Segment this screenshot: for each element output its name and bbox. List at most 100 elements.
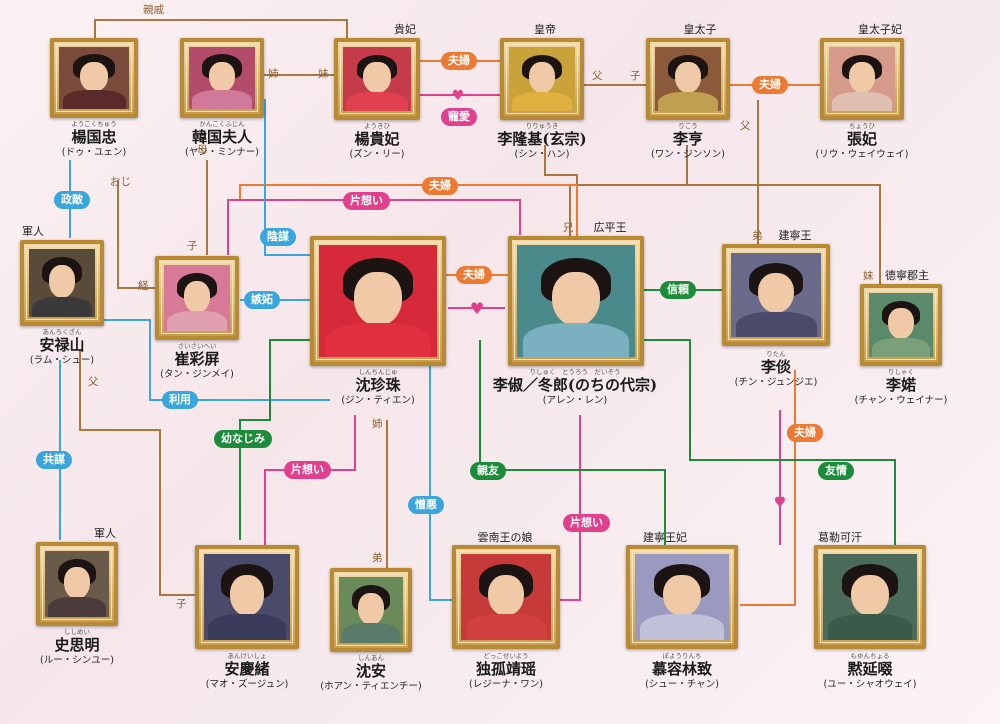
badge-fufu: 夫婦 (422, 177, 458, 195)
badge-fufu: 夫婦 (752, 76, 788, 94)
actor-name: (ホアン・ティエンチー) (320, 681, 422, 692)
portrait-photo (204, 554, 290, 640)
relation-label: 姉 (268, 68, 279, 80)
actor-name: (シュー・チャン) (645, 679, 719, 690)
relation-label: 姉 (372, 418, 383, 430)
ruby-text: ようきひ (364, 122, 390, 130)
badge-yujo: 友情 (818, 462, 854, 480)
relation-label: 子 (187, 240, 198, 252)
character-title: 建寧王 (778, 229, 812, 242)
badge-shinyu: 親友 (470, 462, 506, 480)
ruby-text: しんちんじゅ (358, 368, 398, 376)
character-name: 崔彩屏 (174, 350, 220, 368)
ruby-text: ぼようりんち (662, 652, 702, 660)
actor-name: (ヤン・ミンナー) (185, 147, 259, 158)
ruby-text: ようこくちゅう (71, 120, 117, 128)
relation-label: 父 (592, 70, 603, 82)
portrait-photo (59, 47, 129, 109)
relation-label: 兄 (563, 222, 574, 234)
character-title: 皇太子妃 (858, 23, 902, 36)
badge-shinrai: 信頼 (660, 281, 696, 299)
actor-name: (ワン・ジンソン) (651, 149, 725, 160)
actor-name: (ドゥ・ユェン) (61, 147, 127, 158)
character-title: 皇帝 (534, 23, 556, 36)
badge-kataomoi: 片想い (343, 192, 390, 210)
ruby-text: かんこくふじん (199, 120, 245, 128)
character-name: 黙延啜 (847, 660, 893, 678)
relation-label: 弟 (372, 552, 383, 564)
line-shinseki (94, 19, 348, 38)
character-name: 安慶緒 (224, 660, 270, 678)
relation-label: 妹 (318, 68, 329, 80)
character-name: 慕容林致 (651, 660, 712, 678)
character-name: 沈安 (355, 662, 386, 680)
badge-shitto: 嫉妬 (244, 291, 280, 309)
character-name: 李俶／冬郎(のちの代宗) (492, 376, 658, 394)
ruby-text: りりゅうき (525, 122, 559, 130)
portrait-frame (452, 545, 560, 649)
actor-name: (ルー・シンユー) (40, 655, 114, 666)
portrait-photo (731, 253, 821, 337)
portrait-photo (517, 245, 635, 357)
ruby-text: りしゅく とうろう だいそう (529, 368, 621, 376)
line-zouo (429, 365, 455, 601)
portrait-photo (829, 47, 895, 111)
relation-label: 妹 (863, 270, 874, 282)
character-name: 李倓 (760, 358, 791, 376)
portrait-photo (509, 47, 575, 111)
portrait-frame (814, 545, 926, 649)
line-fufu-top (239, 184, 578, 238)
badge-choai: 寵愛 (441, 108, 477, 126)
badge-osananajimi: 幼なじみ (214, 430, 272, 448)
actor-name: (ラム・シュー) (29, 355, 95, 366)
ruby-text: どっこせいよう (483, 652, 529, 660)
relation-label: 子 (630, 70, 641, 82)
actor-name: (チン・ジュンジエ) (734, 377, 818, 388)
line-shinyu (479, 340, 666, 545)
portrait-photo (343, 47, 411, 111)
character-name: 李婼 (885, 376, 916, 394)
portrait-frame (195, 545, 299, 649)
character-title: 雲南王の娘 (477, 531, 533, 544)
actor-name: (レジーナ・ワン) (469, 679, 543, 690)
portrait-photo (29, 249, 95, 317)
badge-kataomoi: 片想い (563, 514, 610, 532)
portrait-frame (180, 38, 264, 118)
ruby-text: しんあん (358, 654, 384, 662)
relation-label: 父 (88, 376, 99, 388)
line-yujo (640, 339, 896, 545)
badge-riyo: 利用 (162, 391, 198, 409)
character-title: 建寧王妃 (643, 531, 687, 544)
character-name: 李隆基(玄宗) (497, 130, 587, 148)
portrait-photo (319, 245, 437, 357)
character-title: 德寧郡主 (885, 269, 929, 282)
line-osananajimi (239, 339, 310, 540)
actor-name: (アレン・レン) (542, 395, 608, 406)
portrait-photo (339, 577, 403, 643)
portrait-photo (189, 47, 255, 109)
relation-label: 母 (197, 144, 208, 156)
relation-label: 弟 (752, 230, 763, 242)
character-title: 軍人 (22, 225, 44, 238)
line-anlushan-son (79, 350, 195, 596)
character-title: 広平王 (593, 221, 627, 234)
portrait-frame (722, 244, 830, 346)
character-name: 沈珍珠 (355, 376, 401, 394)
portrait-frame (20, 240, 104, 326)
portrait-photo (635, 554, 729, 640)
actor-name: (ズン・リー) (349, 149, 405, 160)
actor-name: (シン・ハン) (514, 149, 570, 160)
relation-label: 経 (138, 280, 149, 292)
ruby-text: さいさいへい (177, 342, 217, 350)
actor-name: (ジン・ティエン) (341, 395, 415, 406)
character-title: 皇太子 (683, 23, 717, 36)
ruby-text: ちょうひ (849, 122, 875, 130)
portrait-frame (36, 542, 118, 626)
ruby-text: もゆんちょる (850, 652, 890, 660)
portrait-frame (500, 38, 584, 120)
line-kataomoi-right (560, 415, 581, 601)
badge-seiteki: 政敵 (54, 191, 90, 209)
heart-icon: ♥ (774, 495, 787, 511)
character-title: 葛勒可汗 (818, 531, 862, 544)
